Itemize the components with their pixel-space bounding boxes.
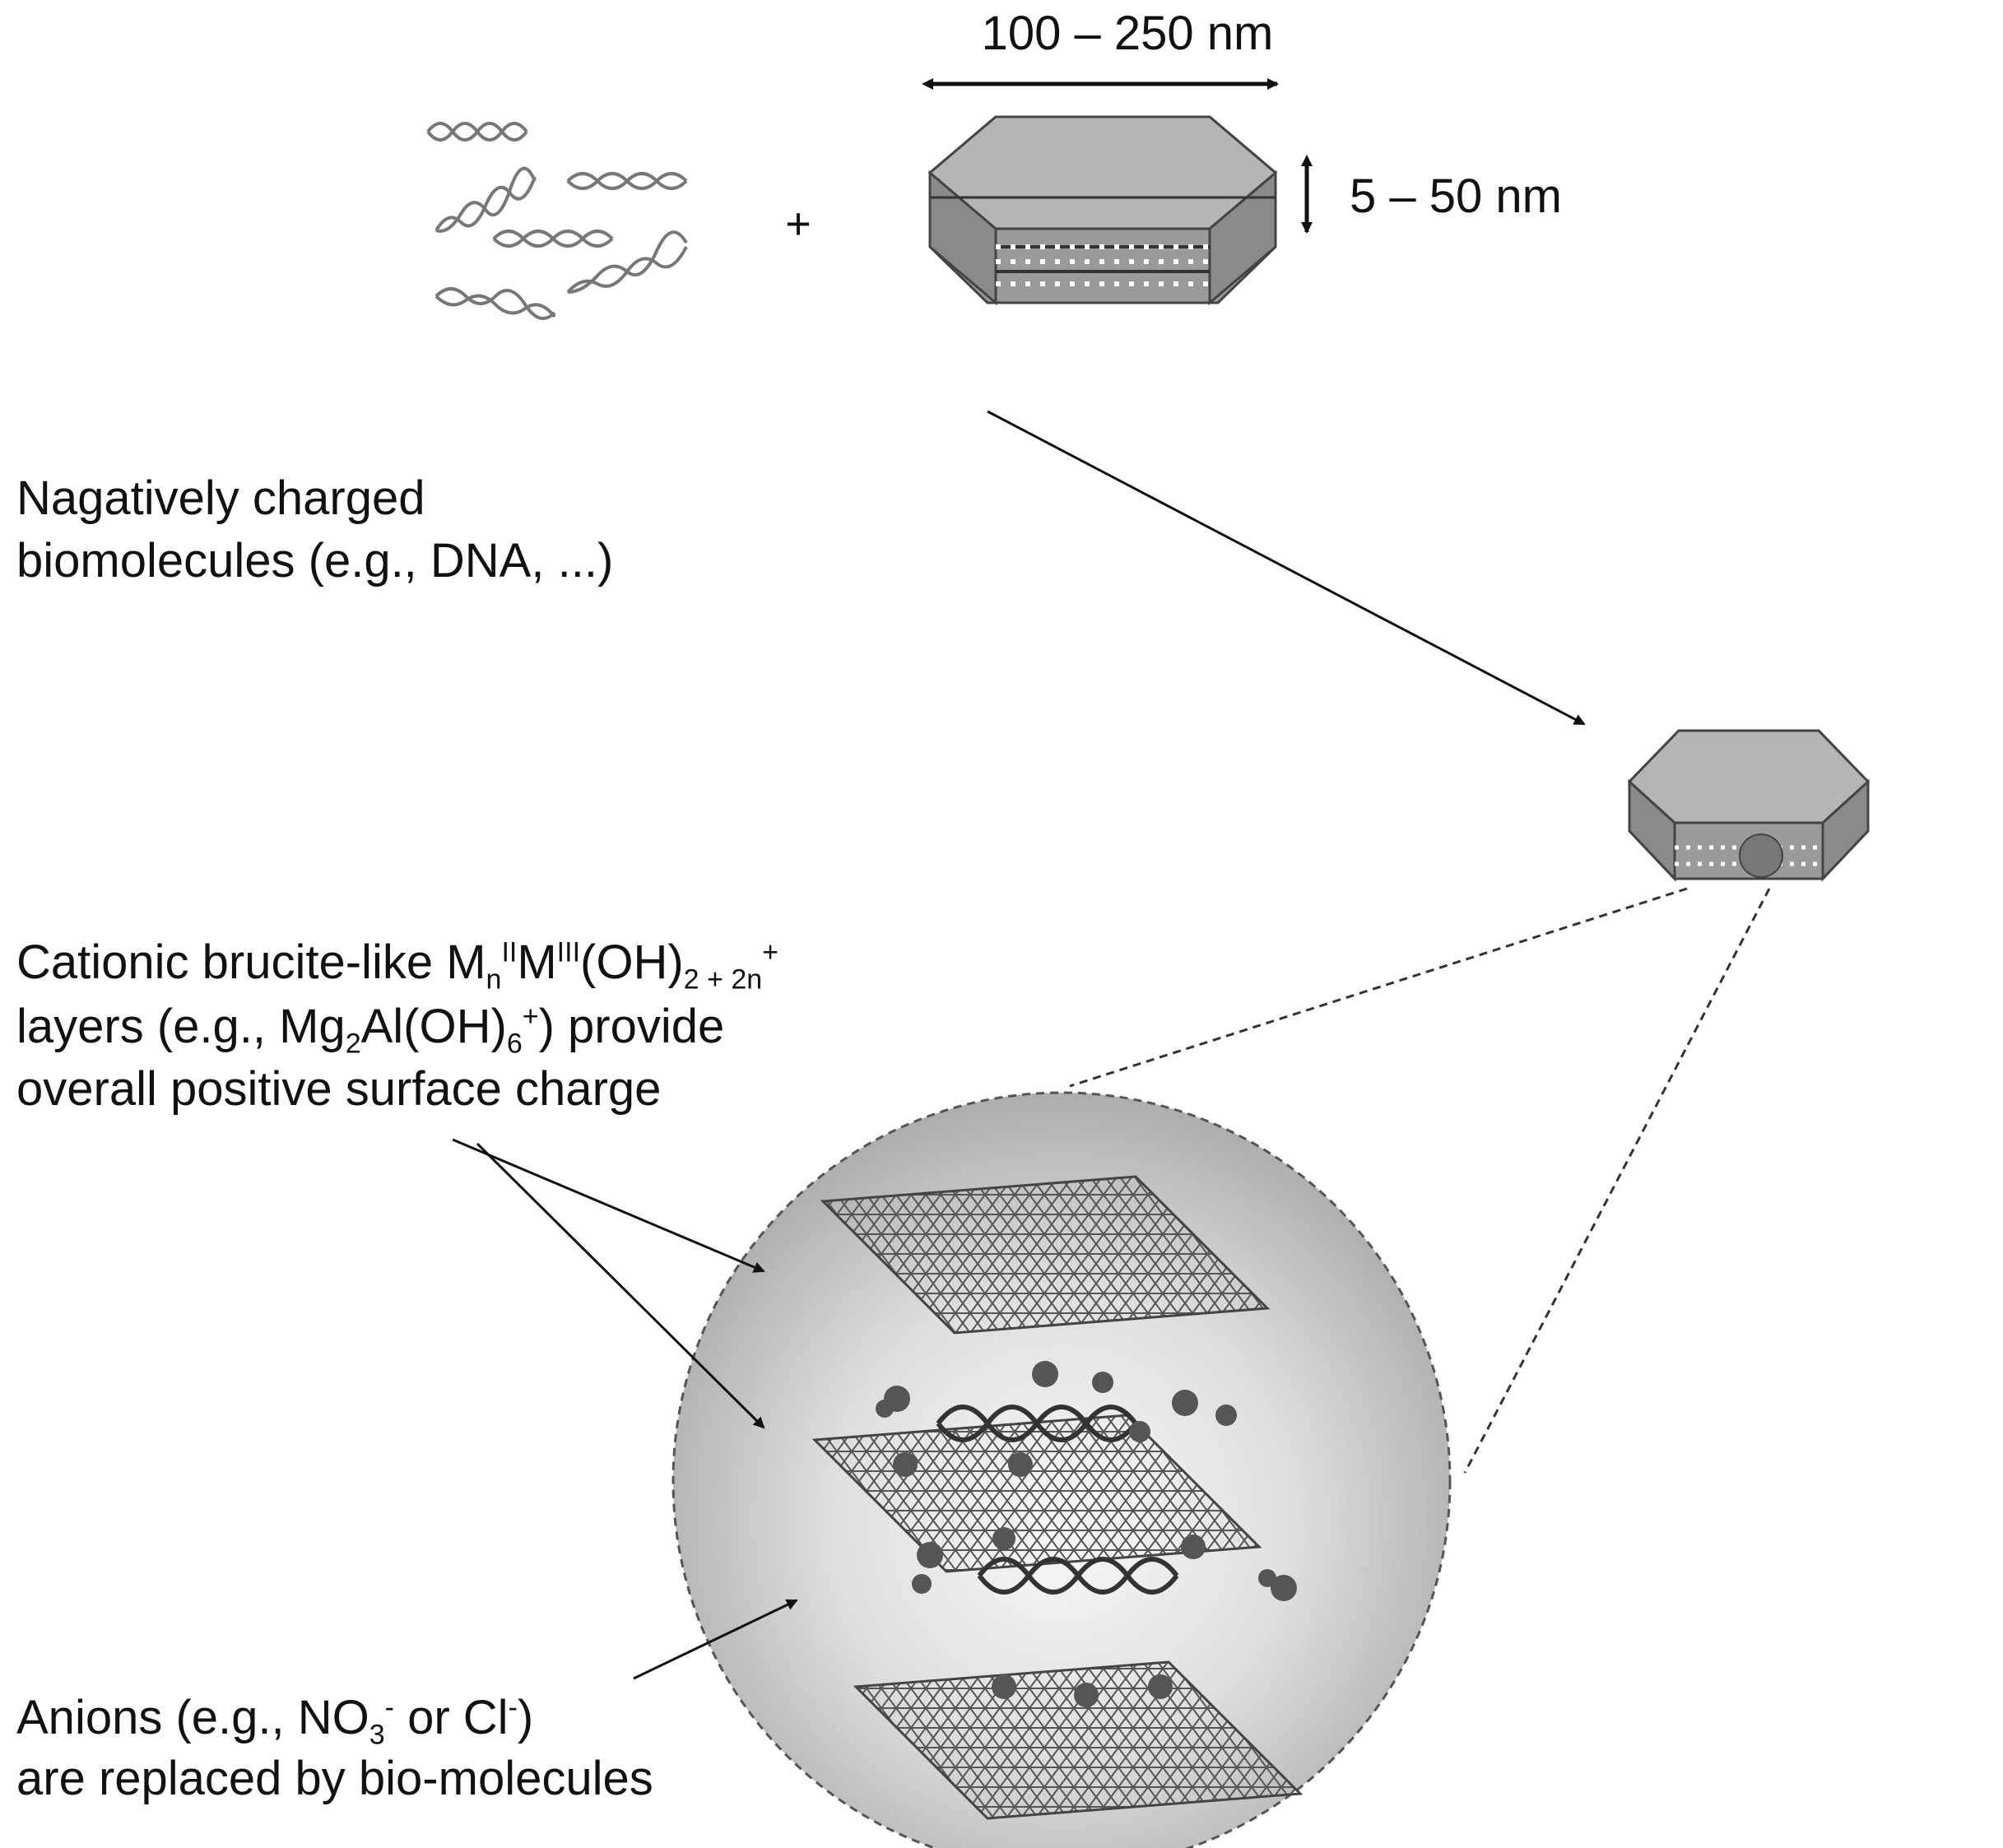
dna-strand — [435, 166, 537, 233]
zoom-line-right — [1463, 888, 1771, 1474]
anions-label-line1: Anions (e.g., NO3- or Cl-) — [16, 1691, 534, 1751]
cationic-pointer-arrow-middle — [476, 1142, 765, 1429]
plus-sign: + — [785, 199, 811, 248]
anion-molecule — [1215, 1405, 1237, 1426]
dna-strand — [435, 287, 556, 321]
width-dimension-label: 100 – 250 nm — [982, 7, 1274, 60]
intercalated-biomolecule-spot — [1739, 833, 1783, 878]
intercalated-dna-upper — [936, 1405, 1138, 1442]
reaction-arrow — [987, 410, 1586, 726]
anions-label-line2: are replaced by bio-molecules — [16, 1752, 653, 1805]
ldh-platelet-small — [1627, 729, 1871, 882]
dna-strand — [426, 122, 528, 142]
brucite-layer-bottom — [853, 1660, 1304, 1820]
cationic-pointer-arrow-top — [452, 1138, 765, 1273]
anion-molecule — [912, 1574, 932, 1594]
anion-molecule — [1008, 1452, 1033, 1477]
anion-molecule — [917, 1542, 943, 1568]
anion-molecule — [876, 1400, 894, 1418]
anion-molecule — [1074, 1683, 1099, 1707]
anion-molecules — [876, 1361, 1297, 1707]
dna-strand — [435, 176, 537, 232]
brucite-layer-middle — [811, 1414, 1262, 1573]
anion-molecule — [1181, 1535, 1206, 1559]
dna-strand — [567, 230, 688, 294]
anion-molecule — [1172, 1390, 1198, 1416]
anion-molecule — [1148, 1674, 1173, 1699]
anion-molecule — [1258, 1569, 1276, 1587]
intercalated-dna-lower — [977, 1557, 1179, 1595]
ldh-platelet-large — [927, 115, 1278, 306]
brucite-layer-top — [820, 1175, 1271, 1335]
anion-molecule — [992, 1527, 1015, 1550]
height-dimension-label: 5 – 50 nm — [1350, 169, 1562, 223]
biomolecules-label-line2: biomolecules (e.g., DNA, ...) — [16, 534, 614, 587]
anion-molecule — [1129, 1421, 1150, 1442]
dna-strand — [566, 172, 688, 190]
anion-molecule — [992, 1674, 1016, 1699]
cationic-label-line1: Cationic brucite-like MnIIMIII(OH)2 + 2n… — [16, 936, 778, 996]
anion-molecule — [893, 1452, 918, 1477]
zoom-line-left — [1069, 887, 1688, 1088]
anions-pointer-arrow — [633, 1599, 798, 1680]
brucite-layers — [811, 1175, 1304, 1820]
dna-molecules-group — [426, 122, 688, 321]
dna-strand — [435, 294, 556, 318]
anion-molecule — [1092, 1372, 1113, 1393]
anion-molecule — [1032, 1361, 1058, 1387]
dna-strand — [492, 230, 614, 248]
biomolecules-label-line1: Nagatively charged — [16, 471, 425, 525]
anion-molecule — [1271, 1575, 1297, 1601]
cationic-label-line3: overall positive surface charge — [16, 1062, 662, 1116]
cationic-label-line2: layers (e.g., Mg2Al(OH)6+) provide — [16, 1000, 725, 1060]
